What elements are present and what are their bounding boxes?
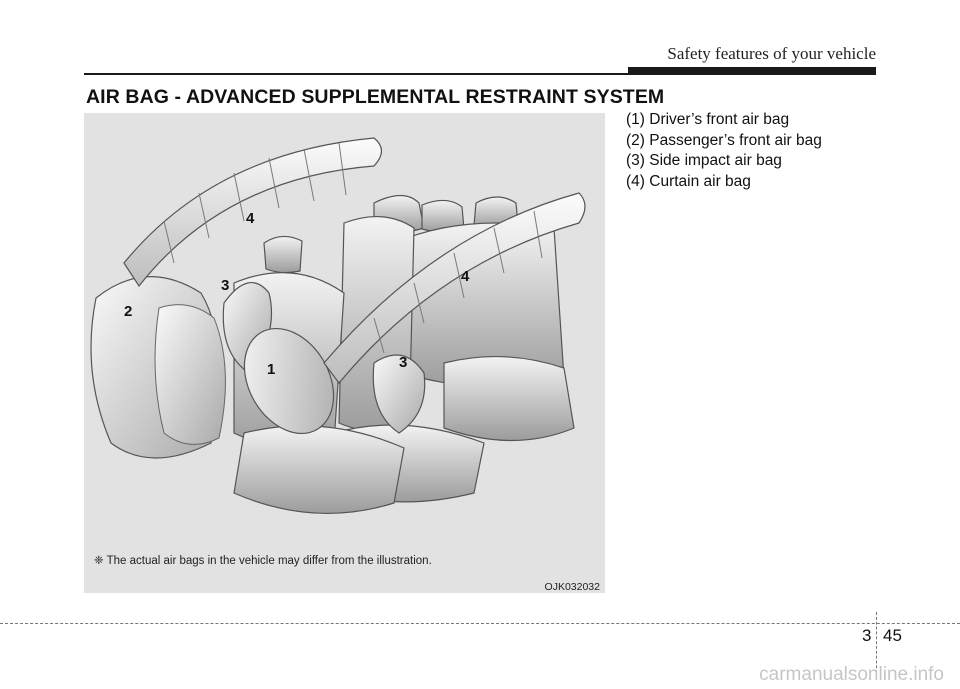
legend-item-driver-front: (1) Driver’s front air bag (626, 111, 790, 128)
airbag-illustration: 2 1 3 3 4 4 ❈ The actual air bags in the… (84, 113, 605, 593)
footer-rule (0, 623, 960, 624)
callout-side-impact-rear: 3 (399, 354, 408, 371)
callout-curtain-rear: 4 (461, 268, 470, 285)
header-rule-accent (628, 67, 876, 73)
airbag-legend: (1) Driver’s front air bag (2) Passenger… (626, 110, 822, 192)
page-title: AIR BAG - ADVANCED SUPPLEMENTAL RESTRAIN… (86, 86, 665, 108)
footer-divider (876, 612, 877, 678)
legend-item-side-impact: (3) Side impact air bag (626, 152, 782, 169)
figure-code: OJK032032 (544, 581, 600, 593)
section-header: Safety features of your vehicle (667, 44, 876, 63)
callout-passenger-front: 2 (124, 303, 133, 320)
legend-item-passenger-front: (2) Passenger’s front air bag (626, 131, 822, 149)
watermark: carmanualsonline.info (759, 664, 944, 685)
callout-driver-front: 1 (267, 361, 276, 378)
page-number: 45 (883, 626, 902, 645)
legend-item-curtain: (4) Curtain air bag (626, 172, 751, 190)
callout-curtain-front: 4 (246, 210, 255, 227)
header-rule (84, 73, 876, 75)
callout-side-impact-front: 3 (221, 277, 230, 294)
figure-note: ❈ The actual air bags in the vehicle may… (94, 555, 432, 567)
airbag-drawing (90, 137, 586, 514)
chapter-number: 3 (862, 626, 872, 645)
